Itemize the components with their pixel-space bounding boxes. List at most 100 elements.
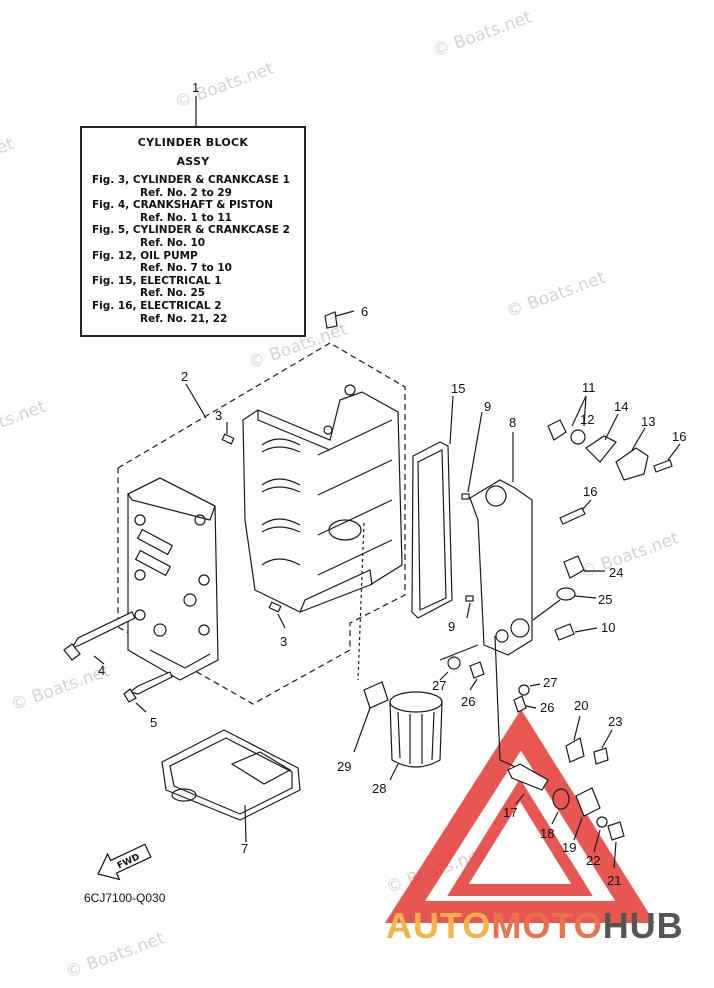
callout-16: 16 [672,429,686,444]
reference-line: Ref. No. 25 [140,287,206,300]
reference-line: Fig. 4, CRANKSHAFT & PISTON [92,199,274,212]
gasket-part [411,441,453,619]
callout-27: 27 [432,678,446,693]
callout-20: 20 [574,698,588,713]
callout-14: 14 [614,399,628,414]
callout-5: 5 [150,715,157,730]
o-ring-part [556,587,576,601]
long-bolt-part [63,611,136,661]
reference-lines: Fig. 3, CYLINDER & CRANKCASE 1 Ref. No. … [92,174,290,325]
reference-line: Ref. No. 7 to 10 [140,262,232,275]
callout-15: 15 [451,381,465,396]
callout-2: 2 [181,369,188,384]
watermark-text: © Boats.net [577,528,682,582]
gasket-small-part [585,435,617,463]
brand-triangle-icon [384,709,655,923]
reference-subtitle: ASSY [176,155,210,168]
clamp-part [565,737,585,763]
callout-3b: 3 [280,634,287,649]
callout-28: 28 [372,781,386,796]
callout-16b: 16 [583,484,597,499]
callout-27b: 27 [543,675,557,690]
dowel-pin-part [268,601,282,613]
reference-line: Ref. No. 1 to 11 [140,211,232,224]
reference-box: CYLINDER BLOCK ASSY Fig. 3, CYLINDER & C… [80,126,306,337]
callout-26b: 26 [540,700,554,715]
cover-part [469,479,533,656]
pin-part [461,493,470,500]
sensor-part [575,787,601,817]
watermark-text: © Boats.net [172,59,277,113]
plug-bolt-part [324,311,338,329]
reference-line: Fig. 12, OIL PUMP [92,249,198,262]
bottom-gasket-part [161,729,301,821]
watermark-text: © Boats.net [0,397,49,451]
bolt-part [607,821,625,841]
cylinder-block-part [242,384,403,613]
callout-labels: 1 2 3 3 4 5 6 7 8 9 9 10 11 12 14 13 15 … [98,80,686,888]
callout-22: 22 [586,853,600,868]
bracket-part [507,763,549,791]
plug-part [513,695,527,713]
sensor-part [563,555,585,579]
callout-3: 3 [215,408,222,423]
callout-17: 17 [503,805,517,820]
reference-title: CYLINDER BLOCK [137,136,249,149]
callout-18: 18 [540,826,554,841]
reference-line: Fig. 5, CYLINDER & CRANKCASE 2 [92,224,290,237]
callout-9: 9 [484,399,491,414]
callout-13: 13 [641,414,655,429]
callout-8: 8 [509,415,516,430]
callout-25: 25 [598,592,612,607]
reference-line: Ref. No. 2 to 29 [140,186,232,199]
reference-line: Fig. 15, ELECTRICAL 1 [92,274,222,287]
callout-9b: 9 [448,619,455,634]
callout-6: 6 [361,304,368,319]
reference-line: Ref. No. 21, 22 [140,312,228,325]
brand-auto: AUTO [386,905,492,946]
bolt-part [559,507,586,525]
crankcase-part [127,477,219,681]
brand-hub: HUB [602,905,684,946]
oil-filter-part [389,691,443,768]
callout-26: 26 [461,694,475,709]
watermark-text: © Boats.net [0,134,17,188]
grommet-part [570,429,586,445]
callout-19: 19 [562,840,576,855]
thermostat-part [547,419,567,441]
callout-12: 12 [580,412,594,427]
thermostat-cover-part [615,447,649,481]
callout-29: 29 [337,759,351,774]
watermark-text: © Boats.net [504,268,609,322]
callout-1: 1 [192,80,199,95]
callout-21: 21 [607,873,621,888]
reference-line: Fig. 16, ELECTRICAL 2 [92,299,222,312]
bolt-part [653,459,673,473]
brand-logo: AUTOMOTOHUB [386,905,684,947]
callout-10: 10 [601,620,615,635]
dowel-pin-part [221,433,235,445]
short-bolt-part [123,671,173,703]
washer-part [447,656,461,670]
reference-line: Ref. No. 10 [140,236,206,249]
watermark-text: © Boats.net [63,928,168,982]
callout-4: 4 [98,663,105,678]
fwd-arrow-icon: FWD [97,843,152,881]
callout-7: 7 [241,841,248,856]
diagram-part-code: 6CJ7100-Q030 [84,891,166,905]
watermark-text: © Boats.net [430,7,535,61]
reference-line: Fig. 3, CYLINDER & CRANKCASE 1 [92,174,290,186]
bushing-part [552,788,570,810]
washer-part [596,816,608,828]
callout-11: 11 [582,380,596,395]
switch-part [554,623,575,641]
washer-part [518,684,530,696]
union-bolt-part [363,681,389,709]
pin-part [465,595,474,602]
plug-part [469,661,485,679]
callout-24: 24 [609,565,623,580]
brand-moto: MOTO [491,905,603,946]
screw-part [593,747,609,765]
callout-23: 23 [608,714,622,729]
